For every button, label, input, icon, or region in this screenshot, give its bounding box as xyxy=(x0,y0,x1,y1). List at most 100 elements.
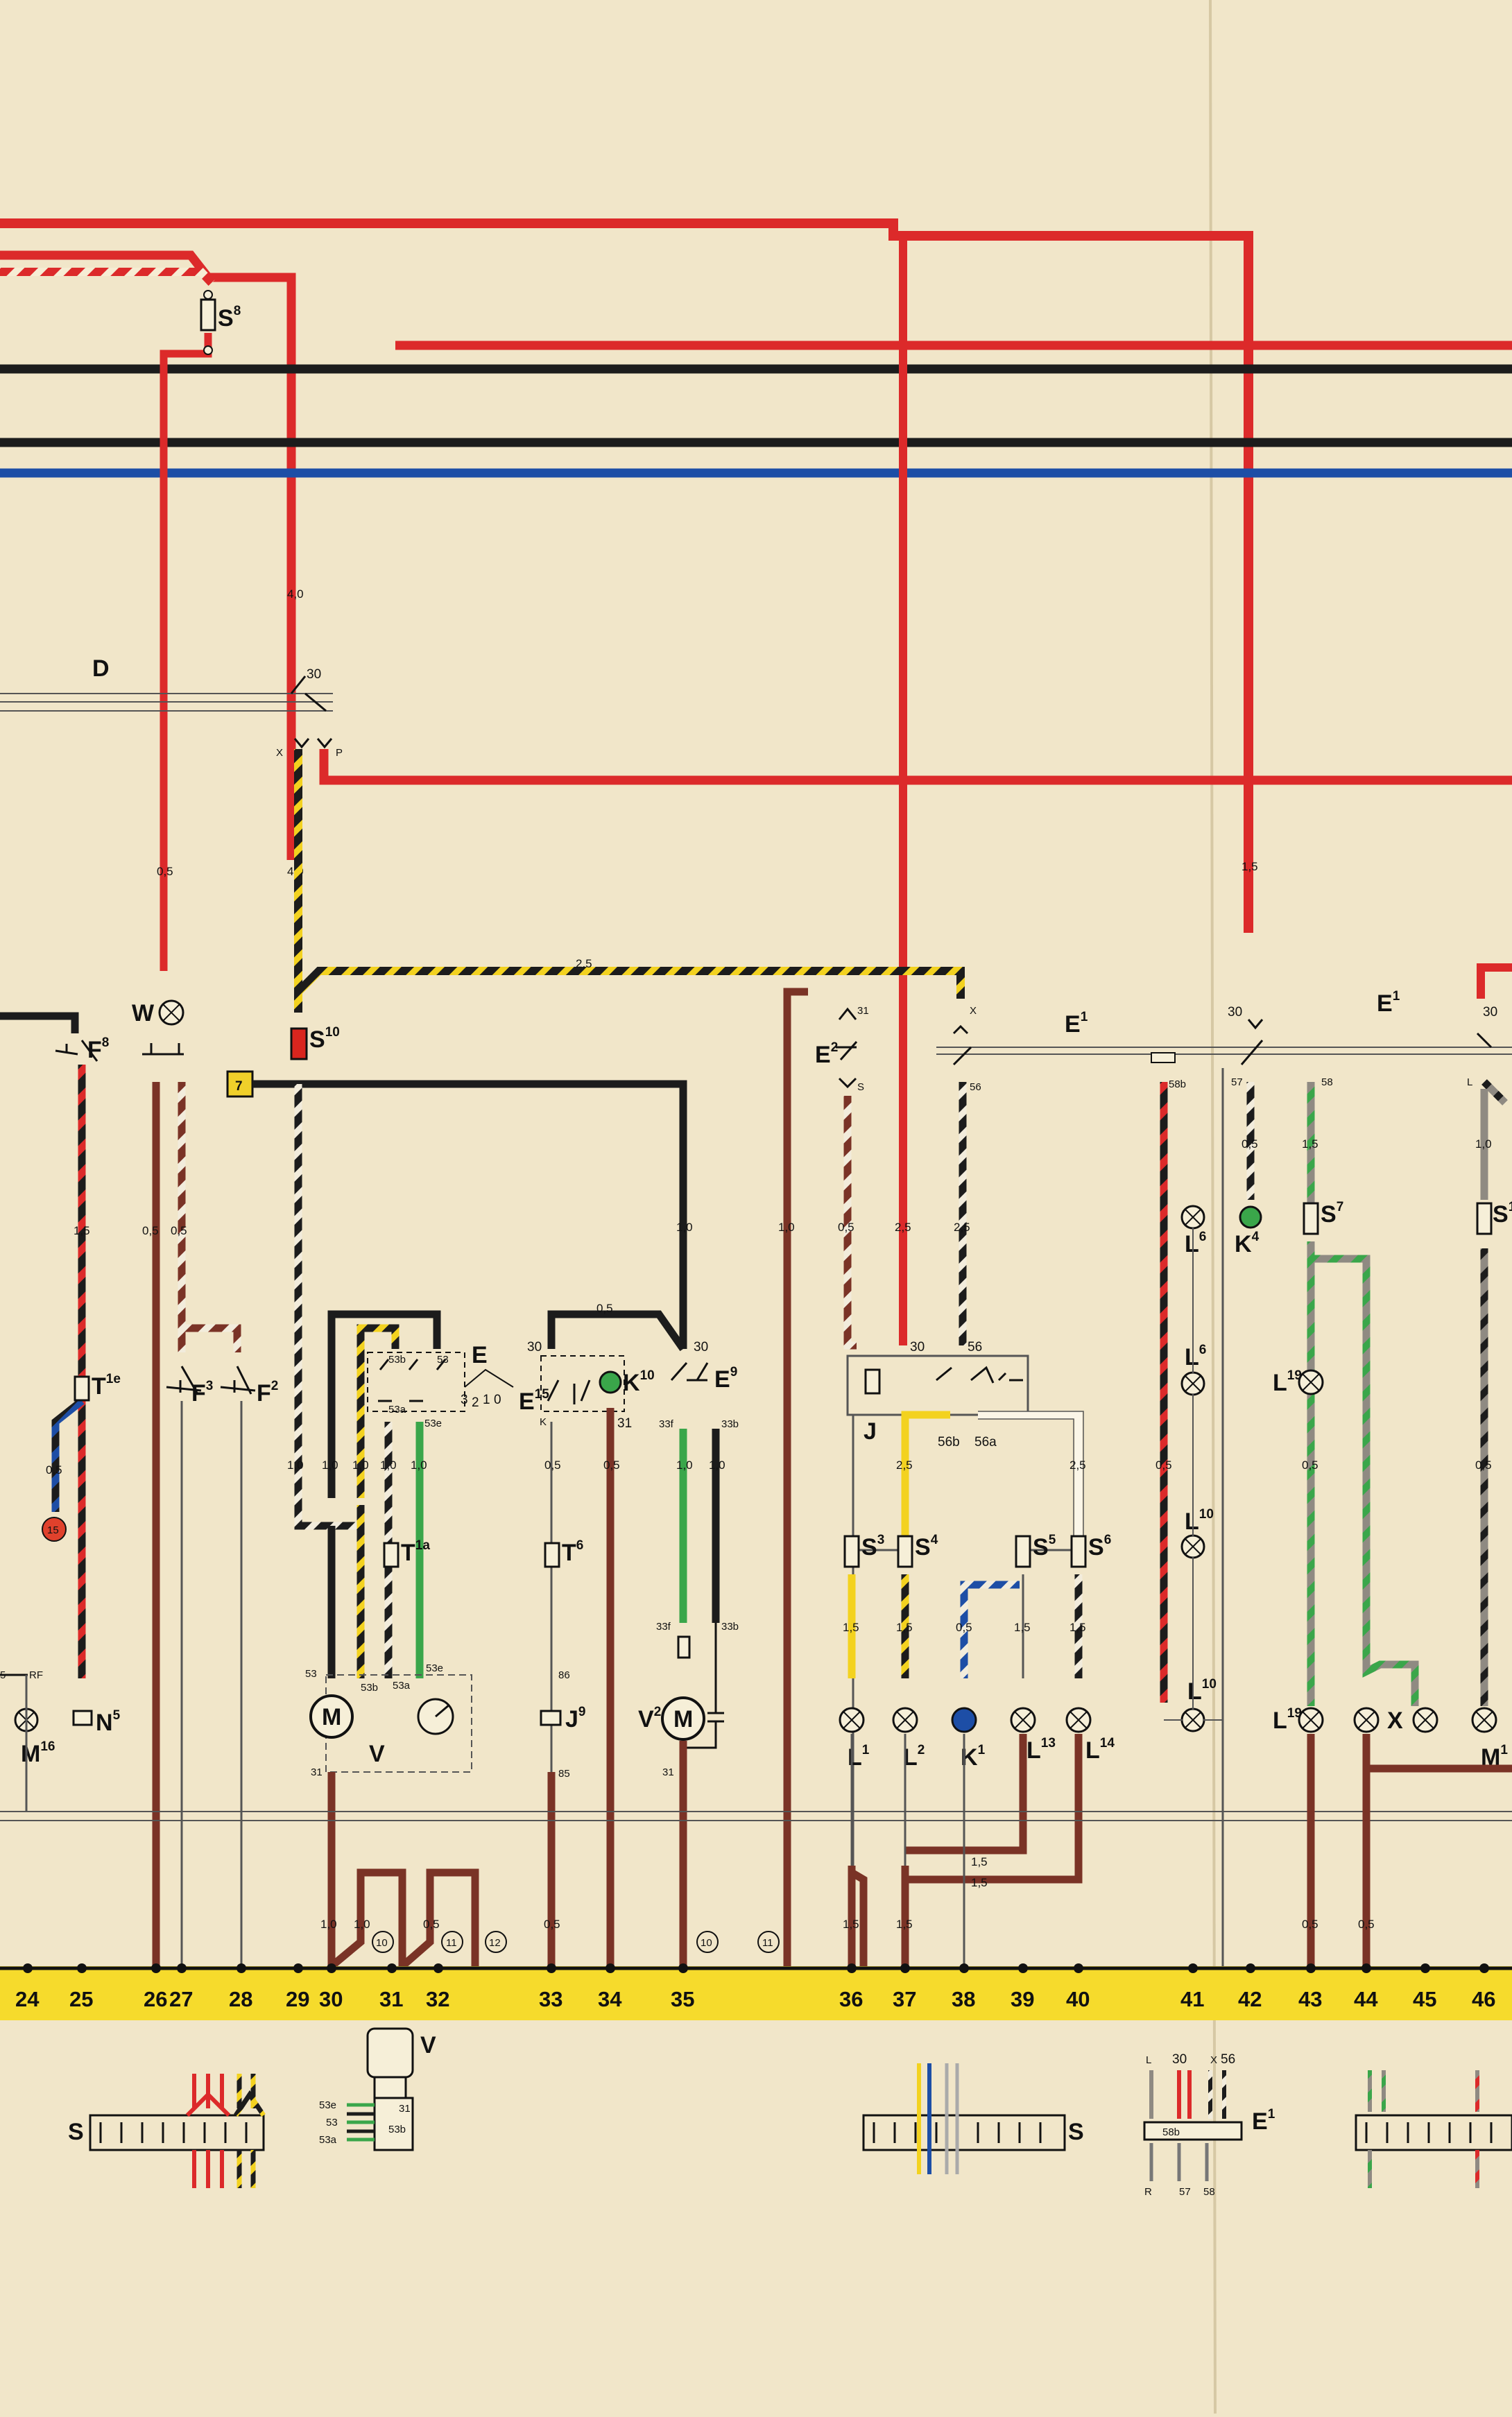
term-86: 86 xyxy=(558,1669,570,1681)
term-30-d: 30 xyxy=(307,667,321,682)
fuse-s8: S8 xyxy=(200,290,241,355)
label-l13: L13 xyxy=(1026,1736,1056,1764)
ws-05-e2: 0,5 xyxy=(838,1221,854,1234)
circle-ref-10a: 10 xyxy=(376,1937,388,1949)
circle-ref-11a: 11 xyxy=(446,1937,457,1949)
label-f3: F3 xyxy=(191,1379,213,1407)
ws-15-38: 1,5 xyxy=(896,1621,913,1634)
ws-15-37: 1,5 xyxy=(843,1621,859,1634)
ws-25-j: 2,5 xyxy=(895,1221,911,1234)
wire-red-right-stub xyxy=(1477,963,1512,999)
ws-15-40: 1,5 xyxy=(1014,1621,1031,1634)
ground-busbar xyxy=(0,1966,1512,2020)
ws-15-h2: 1,5 xyxy=(971,1876,988,1889)
ws-05-33b: 0,5 xyxy=(544,1918,560,1931)
label-n5: N5 xyxy=(96,1708,121,1736)
wire-bb-15 xyxy=(51,1397,85,1512)
busbar-number-35: 35 xyxy=(671,1987,694,2011)
wire-gk-46 xyxy=(1481,1079,1508,1106)
busbar-number-33: 33 xyxy=(539,1987,562,2011)
wire-red-to-w xyxy=(160,333,212,971)
term-e2-s: S xyxy=(857,1081,864,1093)
wire-by-top xyxy=(295,967,965,999)
ws-10-32a: 1,0 xyxy=(380,1459,397,1472)
term-33f-b: 33f xyxy=(656,1621,671,1633)
ws-10-brown: 1,0 xyxy=(778,1221,795,1234)
busbar-number-40: 40 xyxy=(1066,1987,1090,2011)
busbar-dot-46 xyxy=(1479,1963,1489,1973)
wire-black-wiper xyxy=(327,1310,441,1498)
term-v31: 31 xyxy=(662,1766,674,1778)
wire-gg-l19 xyxy=(1307,1241,1419,1706)
ws-05-46: 0,5 xyxy=(1475,1459,1492,1472)
busbar-dot-39 xyxy=(1018,1963,1028,1973)
ws-05-k4: 0,5 xyxy=(1242,1137,1258,1151)
label-k10: K10 xyxy=(623,1368,655,1396)
busbar-dots xyxy=(23,1963,1489,1973)
legend-e1-label: E1 xyxy=(1252,2107,1275,2135)
bulbs-headlight: L1 L2 K1 L13 L14 xyxy=(839,1707,1115,1771)
ws-05-blue: 0,5 xyxy=(46,1463,62,1477)
label-t1a: T1a xyxy=(401,1538,430,1566)
term-x: X xyxy=(276,747,283,759)
busbar-dot-45 xyxy=(1420,1963,1430,1973)
busbar-number-28: 28 xyxy=(229,1987,252,2011)
legend-motor-v: V 53e 53 53a 31 53b xyxy=(319,2027,436,2151)
legend-s-right: S xyxy=(862,2063,1084,2174)
m-53b: 53b xyxy=(361,1682,378,1694)
ws-15-37b: 1,5 xyxy=(896,1918,913,1931)
fuse-s10 xyxy=(290,1027,308,1060)
label-l10a: L10 xyxy=(1185,1507,1214,1535)
switch-f3: F3 xyxy=(166,1366,213,1407)
ws-15-41: 1,5 xyxy=(1069,1621,1086,1634)
switch-e1-right: 30 E1 30 L 58b 57 58 xyxy=(1151,989,1497,1090)
label-l10b: L10 xyxy=(1187,1677,1217,1705)
term-53e: 53e xyxy=(424,1418,442,1429)
busbar-number-29: 29 xyxy=(286,1987,309,2011)
busbar-dot-40 xyxy=(1074,1963,1083,1973)
busbar-number-24: 24 xyxy=(15,1987,40,2011)
lamp-k4 xyxy=(1239,1205,1262,1229)
term-j56a: 56a xyxy=(974,1435,997,1450)
label-w: W xyxy=(132,1000,155,1026)
wire-by-wiper xyxy=(356,1324,400,1498)
switch-e-wiper: 53b 53 53a 53e E 3 2 1 0 xyxy=(367,1342,514,1429)
leg-31: 31 xyxy=(399,2103,411,2115)
leg-58b: 58b xyxy=(1162,2126,1180,2138)
ws-05-39: 0,5 xyxy=(956,1621,972,1634)
label-s5: S5 xyxy=(1033,1533,1056,1560)
leg-56: 56 xyxy=(1221,2052,1235,2067)
label-s3: S3 xyxy=(861,1533,884,1560)
busbar-number-39: 39 xyxy=(1011,1987,1034,2011)
fuses-s3-s6: S3 S4 S5 S6 xyxy=(843,1533,1111,1568)
motor-v2-m: M xyxy=(673,1706,693,1732)
ws-25-top: 2,5 xyxy=(576,957,592,970)
lamp-k10 xyxy=(599,1370,622,1394)
wire-red-white-stripe xyxy=(0,268,215,286)
label-k4: K4 xyxy=(1235,1230,1260,1257)
label-t1e: T1e xyxy=(92,1372,121,1400)
label-l14: L14 xyxy=(1085,1736,1115,1764)
legend-v-label: V xyxy=(420,2032,436,2058)
term-30-e15: 30 xyxy=(527,1340,542,1354)
connector-t6 xyxy=(544,1542,560,1568)
label-l19b: L19 xyxy=(1273,1706,1302,1734)
harness-d: D 30 X P xyxy=(0,655,343,759)
label-l2: L2 xyxy=(903,1743,925,1771)
leg-l: L xyxy=(1146,2054,1151,2066)
label-j: J xyxy=(864,1418,877,1445)
ws-10-30b: 1,0 xyxy=(320,1918,337,1931)
e-pos-1: 1 xyxy=(483,1393,490,1407)
bulbs-right: L6 L6 L10 L10 L19 L19 X M1 xyxy=(1164,1205,1508,1771)
term-30-e9: 30 xyxy=(694,1340,708,1354)
leg-r: R xyxy=(1144,2186,1152,2198)
ws-05-43b: 0,5 xyxy=(1302,1918,1318,1931)
busbar-dot-26 xyxy=(151,1963,161,1973)
busbar-dot-41 xyxy=(1188,1963,1198,1973)
motor-v-m: M xyxy=(322,1704,341,1730)
busbar-number-44: 44 xyxy=(1354,1987,1378,2011)
busbar-dot-38 xyxy=(959,1963,969,1973)
busbar-number-41: 41 xyxy=(1180,1987,1204,2011)
legend-s-left: S xyxy=(68,2074,266,2188)
